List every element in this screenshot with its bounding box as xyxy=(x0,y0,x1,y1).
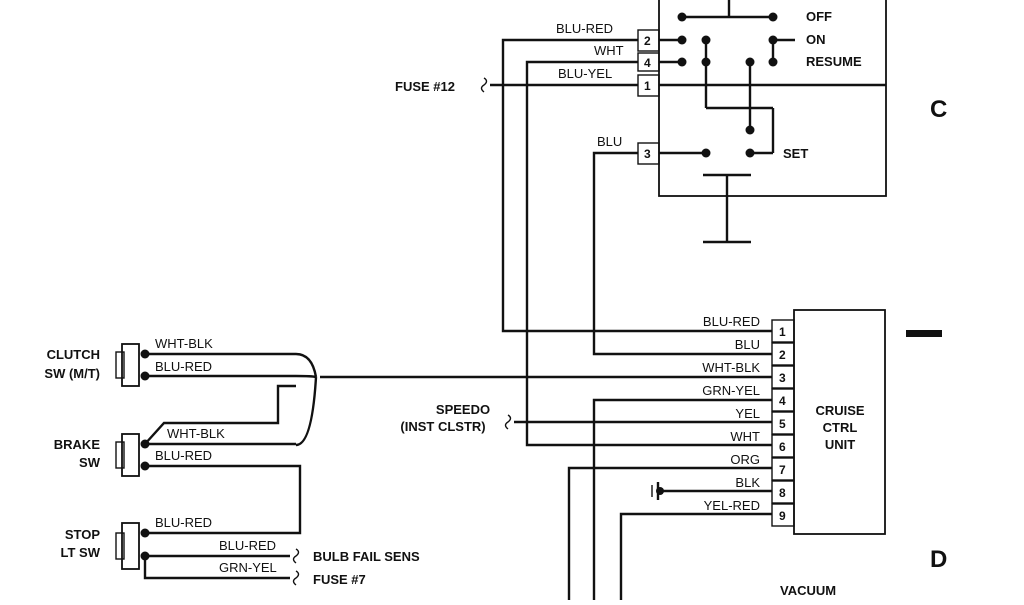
ccu-pin-2: 2 xyxy=(779,348,786,362)
stop-switch-plunger xyxy=(115,532,125,560)
speedo-label-line-1: SPEEDO xyxy=(436,402,490,417)
switch-pin-3: 3 xyxy=(644,147,651,161)
switch-pin-1: 1 xyxy=(644,79,651,93)
switch-pin-4: 4 xyxy=(644,56,651,70)
clutch-label-1: CLUTCH xyxy=(47,347,100,362)
bulb-fail-break xyxy=(292,548,300,564)
stop-wire-top: BLU-RED xyxy=(155,515,212,530)
wire-blu-red-trunk xyxy=(501,38,772,333)
ccu-wire-4: GRN-YEL xyxy=(702,383,760,398)
ccu-pin-6: 6 xyxy=(779,440,786,454)
ccu-wire-2: BLU xyxy=(735,337,760,352)
ccu-wire-3: WHT-BLK xyxy=(702,360,760,375)
clutch-wire-bottom: BLU-RED xyxy=(155,359,212,374)
ccu-wire-5: YEL xyxy=(735,406,760,421)
ccu-pin-3: 3 xyxy=(779,371,786,385)
section-c-label: C xyxy=(930,96,947,123)
off-contact-right xyxy=(768,12,778,22)
position-resume-label: RESUME xyxy=(806,54,862,69)
speedo-break xyxy=(504,414,512,430)
wire-stop-grn-yel xyxy=(143,556,290,580)
set-contact-1 xyxy=(701,148,711,158)
ccu-title-line-2: CTRL xyxy=(823,420,858,435)
wire-org-pin7 xyxy=(567,466,772,600)
switch-wire-blu-red: BLU-RED xyxy=(556,21,613,36)
ccu-pin-7: 7 xyxy=(779,463,786,477)
harness-merge xyxy=(295,376,318,447)
position-set-label: SET xyxy=(783,146,808,161)
vacuum-label: VACUUM xyxy=(780,583,836,598)
mid-contact xyxy=(745,125,755,135)
cruise-control-unit: 1 2 3 4 5 6 7 8 9 CRUISE CTRL UNIT BLU-R… xyxy=(320,309,886,600)
wire-blu-trunk xyxy=(592,151,772,356)
section-d-label: D xyxy=(930,546,947,573)
ccu-pin-1: 1 xyxy=(779,325,786,339)
stop-label-2: LT SW xyxy=(61,545,101,560)
cruise-switch-assembly: 2 4 1 3 OFF ON xyxy=(395,0,887,244)
brake-wire-bottom: BLU-RED xyxy=(155,448,212,463)
stop-light-switch: STOP LT SW BLU-RED BLU-RED GRN-YEL xyxy=(61,515,277,575)
ccu-wire-7: ORG xyxy=(730,452,760,467)
position-on-label: ON xyxy=(806,32,826,47)
ccu-wire-6: WHT xyxy=(730,429,760,444)
stop-label-1: STOP xyxy=(65,527,100,542)
clutch-switch-plunger xyxy=(115,351,125,379)
clutch-switch: CLUTCH SW (M/T) WHT-BLK BLU-RED xyxy=(44,336,213,387)
brake-switch: BRAKE SW WHT-BLK BLU-RED xyxy=(54,426,225,477)
switch-wire-wht: WHT xyxy=(594,43,624,58)
ccu-pin-8: 8 xyxy=(779,486,786,500)
brake-switch-plunger xyxy=(115,441,125,469)
wire-yel-red-pin9 xyxy=(619,512,772,600)
switch-pin-2: 2 xyxy=(644,34,651,48)
wire-wht-trunk xyxy=(525,60,772,447)
cruise-switch-housing xyxy=(658,0,887,197)
ccu-title-line-3: UNIT xyxy=(825,437,855,452)
clutch-switch-body xyxy=(121,343,140,387)
switch-harness xyxy=(480,38,772,447)
off-contact-left xyxy=(677,12,687,22)
brake-switch-body xyxy=(121,433,140,477)
position-off-label: OFF xyxy=(806,9,832,24)
brake-wire-top: WHT-BLK xyxy=(167,426,225,441)
clutch-label-2: SW (M/T) xyxy=(44,366,100,381)
section-divider-mark xyxy=(906,330,942,337)
ccu-title-line-1: CRUISE xyxy=(815,403,864,418)
stop-switch-body xyxy=(121,522,140,570)
wire-clutch-blu-red xyxy=(145,374,317,379)
ccu-wire-1: BLU-RED xyxy=(703,314,760,329)
fuse-12-label: FUSE #12 xyxy=(395,79,455,94)
ground-node xyxy=(656,487,664,495)
fuse-7-label: FUSE #7 xyxy=(313,572,366,587)
wire-clutch-wht-blk xyxy=(145,352,318,378)
fuse-7-break xyxy=(292,570,300,586)
left-harness: BULB FAIL SENS FUSE #7 xyxy=(143,352,420,587)
clutch-wire-top: WHT-BLK xyxy=(155,336,213,351)
wire-grn-yel-pin4 xyxy=(592,398,772,600)
bulb-fail-label: BULB FAIL SENS xyxy=(313,549,420,564)
brake-label-2: SW xyxy=(79,455,101,470)
switch-wire-blu-yel: BLU-YEL xyxy=(558,66,612,81)
ccu-pin-9: 9 xyxy=(779,509,786,523)
ccu-pin-4: 4 xyxy=(779,394,786,408)
ccu-wire-9: YEL-RED xyxy=(704,498,760,513)
switch-wire-blu: BLU xyxy=(597,134,622,149)
stop-wire-bottom: GRN-YEL xyxy=(219,560,277,575)
wire-brake-blu-red xyxy=(145,464,302,535)
speedo-label-line-2: (INST CLSTR) xyxy=(400,419,485,434)
fuse-12-break xyxy=(480,77,488,93)
ccu-wire-8: BLK xyxy=(735,475,760,490)
ccu-pin-5: 5 xyxy=(779,417,786,431)
wire-brake-wht-blk xyxy=(144,384,296,445)
stop-wire-mid: BLU-RED xyxy=(219,538,276,553)
brake-label-1: BRAKE xyxy=(54,437,101,452)
